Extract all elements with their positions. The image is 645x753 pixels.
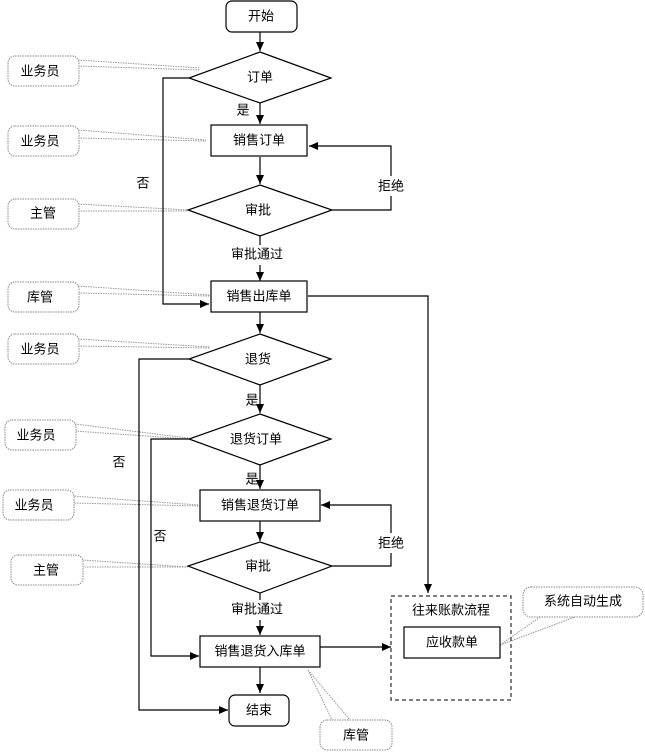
callout-supervisor-2: 主管 [10, 554, 189, 586]
node-label: 销售退货入库单 [214, 644, 305, 660]
callout-text: 业务员 [20, 134, 59, 150]
edge-label-yes: 是 [236, 104, 249, 119]
callout-salesperson-3: 业务员 [7, 333, 211, 365]
decision-approve-1: 审批 [186, 184, 334, 237]
decision-approve-2: 审批 [186, 541, 334, 594]
callout-text: 业务员 [14, 498, 53, 514]
callout-text: 库管 [343, 728, 369, 744]
node-label: 开始 [248, 10, 274, 25]
node-label: 销售出库单 [226, 289, 291, 305]
edge-labels: 是 否 拒绝 审批通过 是 否 是 否 拒绝 审批通过 [112, 104, 407, 620]
callout-salesperson-1: 业务员 [7, 55, 201, 87]
edge-label-yes: 是 [245, 394, 258, 409]
edge-label-no: 否 [136, 177, 149, 192]
edge-label-reject: 拒绝 [378, 179, 404, 195]
callout-warehouse-1: 库管 [7, 281, 211, 313]
edge-label-yes: 是 [245, 473, 258, 488]
callout-text: 主管 [33, 564, 59, 579]
process-sales-return-order: 销售退货订单 [199, 489, 321, 522]
node-label: 审批 [245, 560, 271, 575]
callout-system-auto: 系统自动生成 [499, 586, 644, 646]
callout-text: 系统自动生成 [544, 595, 622, 610]
edge-label-no: 否 [153, 530, 166, 545]
node-label: 订单 [247, 71, 273, 86]
edge-label-approved: 审批通过 [231, 603, 283, 618]
callout-text: 业务员 [20, 342, 59, 358]
connectors [138, 32, 432, 714]
process-sales-order: 销售订单 [210, 124, 308, 157]
node-label: 销售退货订单 [221, 498, 299, 514]
process-sales-outbound: 销售出库单 [210, 280, 308, 313]
node-label: 审批 [245, 204, 271, 219]
edge-label-approved: 审批通过 [231, 248, 283, 263]
process-receivable-box [403, 626, 501, 659]
callout-text: 业务员 [16, 428, 55, 444]
callout-warehouse-2: 库管 [307, 669, 393, 751]
callout-text: 库管 [27, 290, 53, 306]
callout-salesperson-4: 业务员 [4, 419, 189, 451]
decision-return: 退货 [187, 333, 333, 386]
callout-salesperson-2: 业务员 [7, 125, 207, 157]
node-end: 结束 [228, 694, 290, 727]
decision-return-order: 退货订单 [187, 413, 333, 466]
node-label: 销售订单 [233, 133, 285, 149]
callout-salesperson-5: 业务员 [2, 489, 200, 521]
callout-supervisor-1: 主管 [7, 198, 189, 230]
node-start: 开始 [225, 0, 298, 33]
node-label: 结束 [246, 704, 272, 719]
group-accounts-flow: 往来账款流程 应收款单 [390, 595, 512, 701]
node-label: 退货 [245, 352, 271, 368]
callout-text: 主管 [30, 207, 56, 222]
decision-order: 订单 [187, 51, 333, 104]
node-label: 退货订单 [230, 432, 282, 448]
process-sales-return-inbound: 销售退货入库单 [199, 635, 321, 668]
group-title: 往来账款流程 [412, 604, 490, 619]
callout-text: 业务员 [20, 64, 59, 80]
edge-label-no: 否 [112, 456, 125, 471]
edge-label-reject: 拒绝 [378, 536, 404, 552]
process-receivable-label: 应收款单 [426, 635, 478, 651]
